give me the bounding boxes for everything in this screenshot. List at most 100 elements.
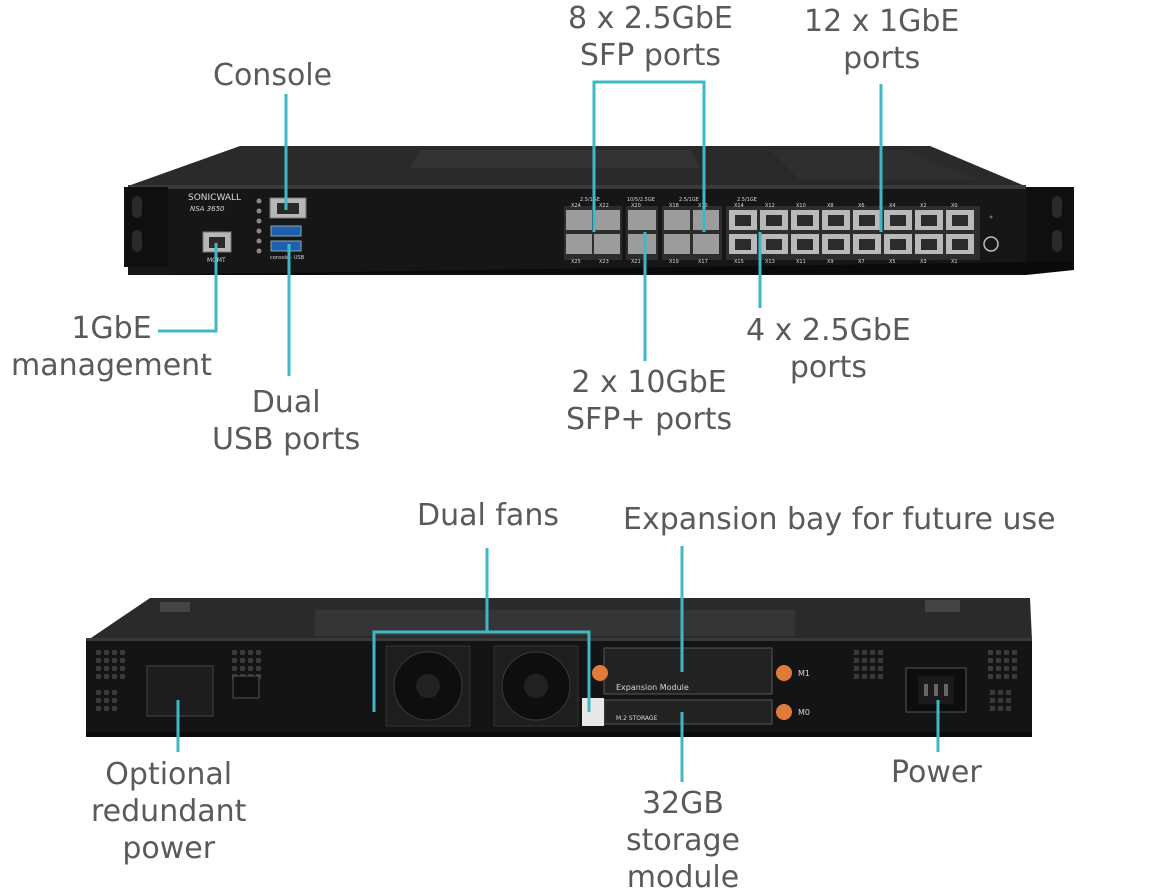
rj45-socket [921,215,937,226]
vent-hole [870,658,875,663]
vent-hole [998,706,1003,711]
port-number-label: X22 [599,203,609,209]
vent-hole [854,666,859,671]
callout-line: 12 x 1GbE [804,4,960,39]
callout-usb: Dual USB ports [212,384,360,458]
rear-appliance: Expansion Module M.2 STORAGE M1 M0 [86,598,1032,737]
port-number-label: X24 [571,203,581,209]
status-leds [256,198,262,254]
console-usb-label: console · USB [270,255,305,261]
rj45-socket [859,239,875,250]
vent-hole [988,650,993,655]
vent-hole [862,650,867,655]
port-number-label: X6 [858,203,865,209]
model-label: NSA 3650 [190,205,225,213]
vent-hole [878,658,883,663]
sfp-group-b [626,206,658,260]
dual-fans [385,645,579,727]
vent-hole [1012,674,1017,679]
sfp-plus-port[interactable] [628,210,656,230]
port-group-header: 2.5/1GE [737,197,757,203]
port-number-label: X7 [858,259,865,265]
port-number-label: X12 [765,203,775,209]
vent-hole [104,650,109,655]
slot-label-m0: M0 [798,708,810,717]
port-number-label: X14 [734,203,744,209]
callout-line: module [626,860,740,895]
vent-hole [232,666,237,671]
callout-line: 32GB [641,786,724,821]
rj45-block [726,206,980,260]
sfp-port[interactable] [594,210,620,230]
vent-hole [878,666,883,671]
callout-line: USB ports [212,422,361,457]
port-number-label: X25 [571,259,581,265]
vent-hole [996,666,1001,671]
sfp-plus-port[interactable] [628,234,656,254]
vent-hole [104,658,109,663]
vent-hole [1012,666,1017,671]
vent-hole [112,698,117,703]
callout-line: management [11,348,212,383]
vent-hole [96,698,101,703]
port-number-label: X3 [920,259,927,265]
vent-hole [990,690,995,695]
callout-2-5: 4 x 2.5GbE ports [746,312,911,386]
sfp-port[interactable] [566,234,592,254]
vent-hole [1004,650,1009,655]
storage-module[interactable] [603,699,773,725]
callout-1g: 12 x 1GbE ports [804,3,959,77]
vent-hole [112,674,117,679]
sfp-port[interactable] [566,210,592,230]
vent-hole [1006,706,1011,711]
vent-hole [988,674,993,679]
vent-hole [1012,658,1017,663]
port-number-label: X17 [698,259,708,265]
usb-port-2[interactable] [270,240,302,252]
vent-hole [870,674,875,679]
vent-hole [988,666,993,671]
port-number-label: X20 [631,203,641,209]
callout-line: Expansion bay for future use [623,502,1056,537]
vent-hole [112,650,117,655]
callout-line: 2 x 10GbE [571,365,727,400]
vent-hole [862,674,867,679]
power-icon[interactable] [983,236,999,252]
vent-hole [1006,698,1011,703]
rj45-socket [797,239,813,250]
vent-hole [1004,666,1009,671]
sfp-port[interactable] [693,234,719,254]
sfp-port[interactable] [664,210,690,230]
sfp-port[interactable] [594,234,620,254]
sfp-group-c [662,206,722,260]
vent-hole [990,698,995,703]
usb-port-1[interactable] [270,225,302,237]
leader-mgmt [158,243,218,333]
vent-hole [248,650,253,655]
callout-line: 1GbE [71,311,152,346]
vent-hole [248,666,253,671]
sfp-port[interactable] [693,210,719,230]
vent-hole [988,658,993,663]
vent-hole [104,698,109,703]
vent-hole [1004,658,1009,663]
sfp-port[interactable] [664,234,690,254]
rj45-socket [952,239,968,250]
vent-hole [1006,690,1011,695]
callout-sfp-2-5: 8 x 2.5GbE SFP ports [568,0,733,74]
vent-hole [854,650,859,655]
vent-hole [96,706,101,711]
callout-line: power [122,831,216,866]
callout-line: 4 x 2.5GbE [746,313,911,348]
callout-power: Power [891,754,982,791]
vent-hole [862,666,867,671]
vent-hole [990,706,995,711]
vent-hole [96,666,101,671]
port-number-label: X5 [889,259,896,265]
port-number-label: X8 [827,203,834,209]
rj45-socket [828,239,844,250]
vent-hole [240,666,245,671]
callout-line: redundant [91,794,247,829]
vent-hole [854,658,859,663]
